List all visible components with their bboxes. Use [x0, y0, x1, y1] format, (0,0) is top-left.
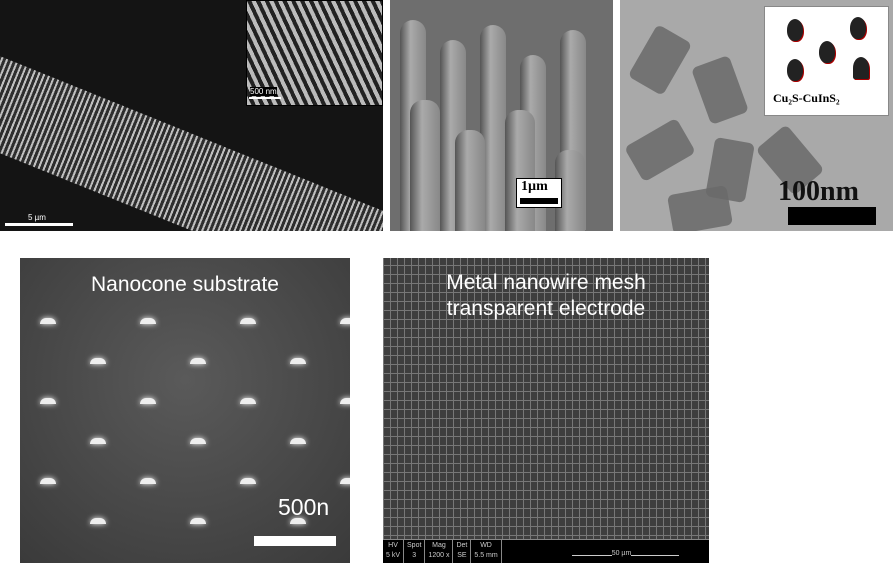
- inset-scale-bar: [249, 97, 281, 99]
- scale-label: 1µm: [521, 179, 548, 194]
- nanocone-tip: [290, 518, 306, 524]
- nanocone-tip: [340, 478, 350, 484]
- scale-label: 100nm: [778, 176, 859, 207]
- nanocone-tip: [190, 438, 206, 444]
- nanopillar-image: 1µm: [390, 0, 613, 231]
- nanocone-tip: [40, 318, 56, 324]
- nanocone-tip: [290, 438, 306, 444]
- particle-icon: [850, 17, 866, 39]
- scale-label: 500n: [278, 494, 330, 520]
- nanocrystal-image: Cu₂S-CuInS₂ 100nm: [620, 0, 893, 231]
- scale-label: 5 µm: [28, 213, 46, 222]
- scale-bar: [5, 223, 73, 226]
- nanocone-image: Nanocone substrate 500n: [20, 258, 350, 563]
- legend-inset: Cu₂S-CuInS₂: [764, 6, 889, 116]
- nanocone-tip: [40, 398, 56, 404]
- nanocone-tip: [140, 398, 156, 404]
- particle-icon: [787, 59, 803, 81]
- scale-bar: [520, 198, 558, 204]
- panel-title: Nanocone substrate: [91, 273, 279, 296]
- particle-icon: [787, 19, 803, 41]
- inset-scale-label: 500 nm: [250, 87, 277, 96]
- nanowire-mesh-image: Metal nanowire mesh transparent electrod…: [383, 258, 709, 563]
- particle-icon: [853, 57, 869, 79]
- inset-image: 500 nm: [246, 0, 383, 106]
- panel-title-line1: Metal nanowire mesh: [446, 271, 646, 294]
- legend-label: Cu₂S-CuInS₂: [773, 91, 840, 105]
- nanocone-tip: [190, 358, 206, 364]
- nanocone-tip: [90, 438, 106, 444]
- nanocone-tip: [190, 518, 206, 524]
- nanocone-tip: [340, 398, 350, 404]
- scale-bar: [254, 536, 336, 546]
- panel-title-line2: transparent electrode: [446, 297, 646, 320]
- nanocone-tip: [140, 478, 156, 484]
- nanocone-tip: [240, 318, 256, 324]
- scale-label: 50 µm: [611, 550, 632, 557]
- nanocone-tip: [140, 318, 156, 324]
- nanocone-tip: [340, 318, 350, 324]
- nanocone-tip: [90, 358, 106, 364]
- nanocone-tip: [90, 518, 106, 524]
- nanocone-tip: [240, 478, 256, 484]
- scale-bar: [788, 207, 876, 225]
- nanocone-tip: [240, 398, 256, 404]
- nanowire-band-image: 500 nm 5 µm: [0, 0, 383, 231]
- nanocone-tip: [40, 478, 56, 484]
- nanocone-tip: [290, 358, 306, 364]
- particle-icon: [819, 41, 835, 63]
- scale-box: 1µm: [516, 178, 562, 208]
